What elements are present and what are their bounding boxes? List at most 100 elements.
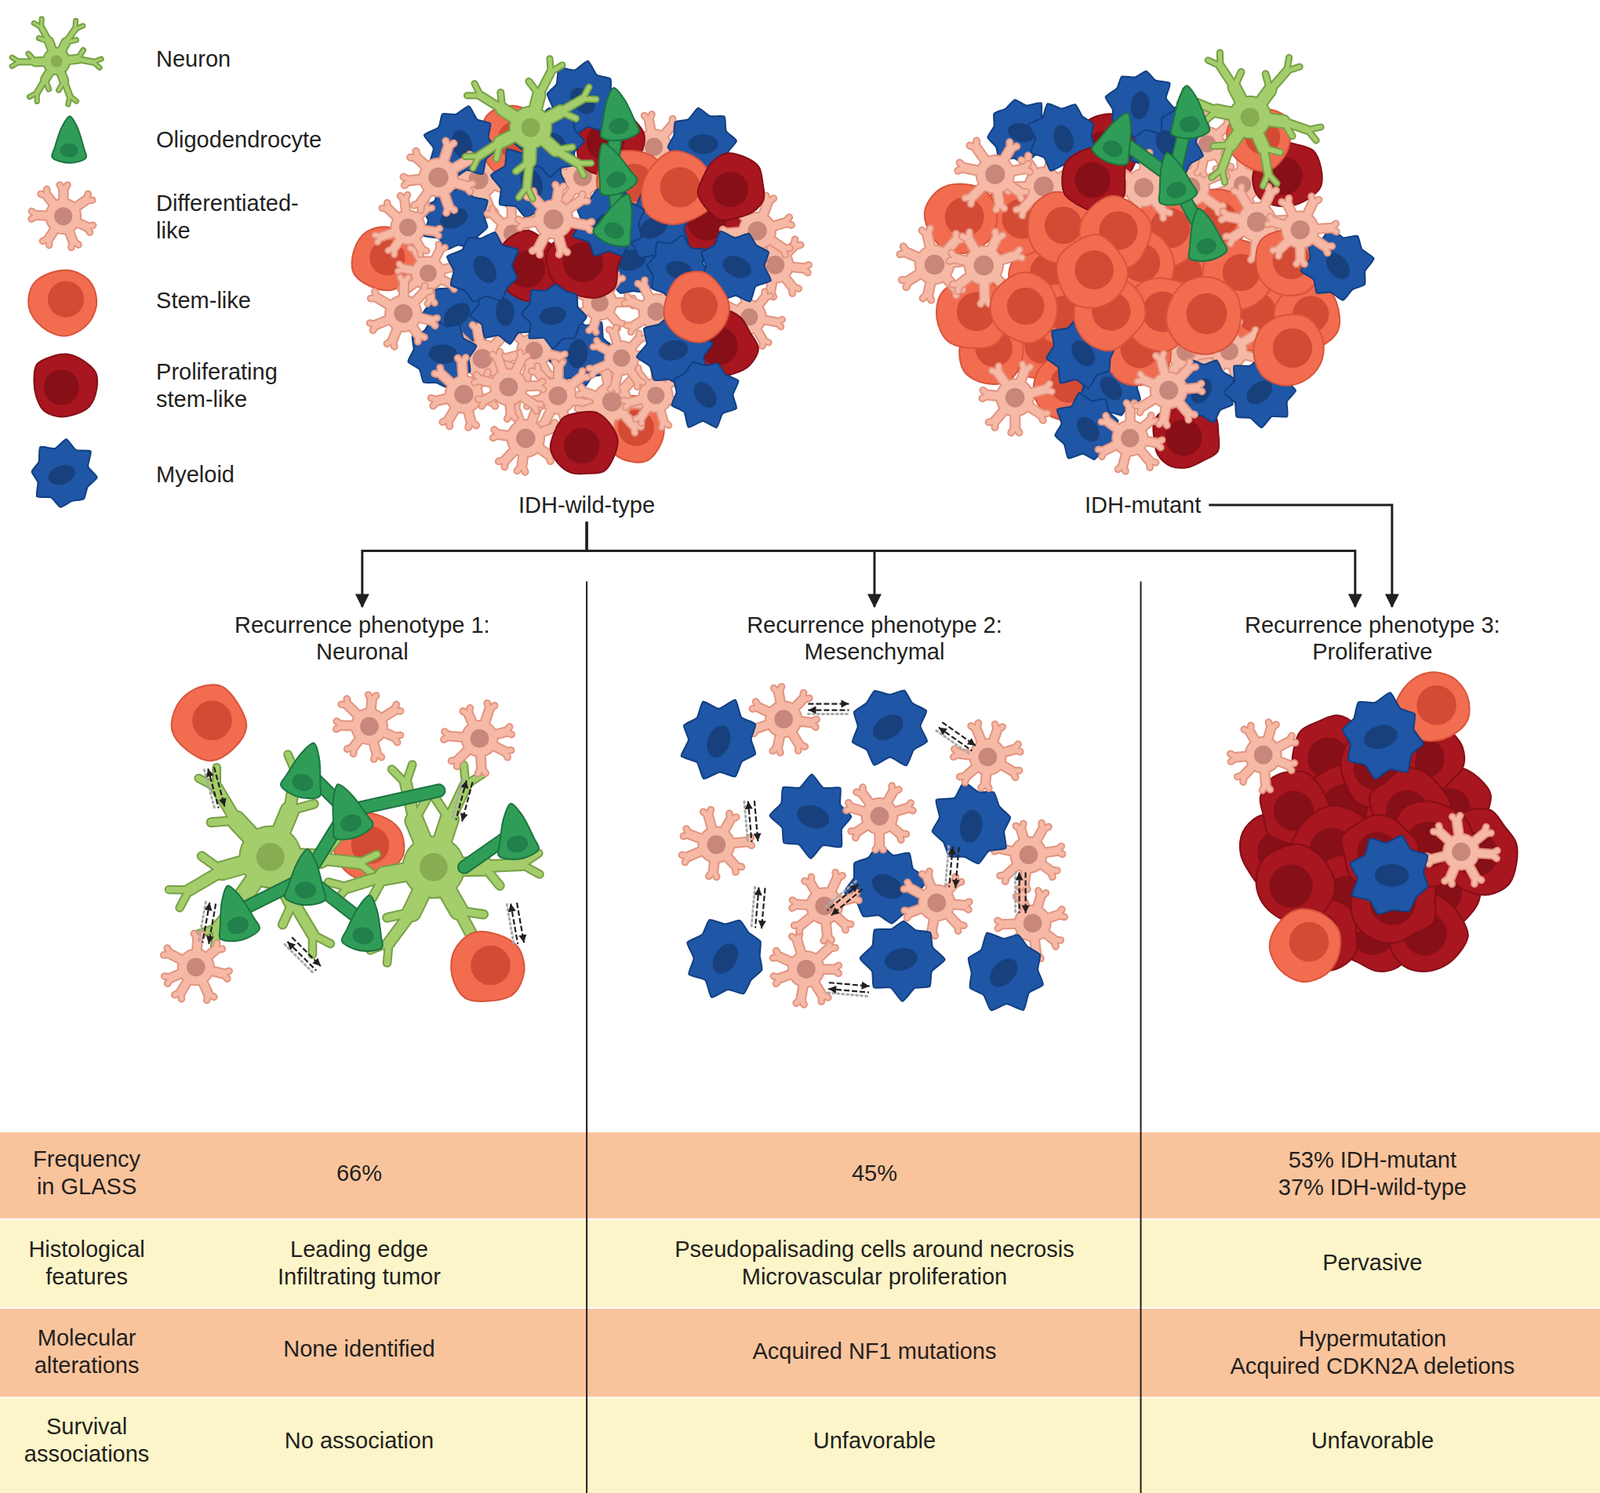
diff-cell-process	[507, 412, 511, 419]
diff-cell-process-outline	[387, 203, 390, 210]
neuron-process	[40, 18, 44, 28]
neuron-process	[39, 38, 50, 42]
diff-cell-process-outline	[558, 186, 564, 193]
diff-cell-process-outline	[785, 222, 793, 226]
diff-cell-process	[387, 203, 390, 210]
stem-cell	[663, 271, 729, 342]
proliferating-cell-nucleus	[43, 369, 80, 405]
diff-cell-process	[518, 219, 525, 223]
diff-cell-outline	[518, 185, 592, 255]
diff-cell-process	[558, 186, 564, 193]
diff-cell-process	[974, 141, 979, 149]
diff-cell-process-outline	[415, 151, 418, 159]
diff-cell-process-outline	[1222, 211, 1229, 218]
diff-cell-process-outline	[374, 235, 382, 237]
diff-cell-process	[793, 244, 801, 247]
table-row-rule	[0, 1396, 1600, 1399]
diff-cell-nucleus	[924, 254, 946, 276]
neuron-process	[29, 93, 38, 98]
diff-cell-fill	[518, 185, 592, 255]
diff-cell-process	[610, 385, 615, 390]
diff-cell-process-outline	[1010, 146, 1017, 150]
diff-cell-process	[767, 198, 774, 203]
diff-cell-nucleus	[472, 349, 493, 369]
diff-cell-process	[446, 205, 448, 213]
neuron-process-outline	[36, 79, 46, 94]
diff-cell-process	[635, 416, 642, 419]
diff-cell-process-outline	[982, 390, 989, 396]
diff-cell-process	[537, 385, 544, 390]
diff-cell-process-outline	[643, 280, 645, 288]
oligodendrocyte-body	[590, 187, 646, 251]
stem-cell-nucleus	[680, 287, 718, 324]
diff-cell-process-outline	[374, 291, 379, 299]
diff-cell-process-outline	[518, 219, 525, 223]
diff-cell-process	[548, 454, 551, 462]
myeloid-cell-nucleus	[469, 251, 502, 288]
diff-cell-process	[465, 185, 470, 192]
diff-cell-process-outline	[764, 295, 771, 298]
neuron-process	[560, 98, 582, 112]
diff-cell-process-outline	[802, 268, 808, 273]
diff-cell-fill	[374, 194, 440, 255]
neuron-process-outline	[93, 61, 100, 68]
diff-cell-process	[516, 465, 522, 472]
diff-cell-process-outline	[423, 290, 431, 293]
diff-cell-process-outline	[468, 421, 471, 429]
diff-cell-fill	[493, 403, 558, 473]
diff-cell-process-outline	[461, 357, 466, 364]
diff-cell-process	[427, 298, 431, 304]
neuron-process	[582, 97, 597, 102]
neuron-cell	[465, 58, 597, 200]
diff-cell-process-outline	[1016, 207, 1024, 210]
diff-cell-process	[638, 338, 645, 340]
diff-cell-process	[782, 247, 786, 255]
diff-cell-process-outline	[446, 205, 448, 213]
myeloid-cell	[32, 439, 98, 508]
diff-cell-process	[579, 198, 587, 204]
diff-cell	[374, 194, 440, 255]
diff-cell-nucleus	[1233, 175, 1251, 193]
oligodendrocyte-body	[51, 116, 88, 164]
neuron-process-outline	[77, 58, 94, 62]
neuron-process-outline	[500, 92, 502, 110]
neuron-process	[556, 147, 573, 151]
diff-cell-process	[468, 421, 471, 429]
illustration-group	[0, 18, 1600, 1493]
neuron-nucleus	[50, 55, 62, 68]
diff-cell-fill	[431, 357, 498, 428]
diff-cell-process	[31, 211, 37, 216]
neuron-process-outline	[538, 72, 551, 95]
oligodendrocyte-nucleus	[607, 116, 630, 136]
neuron-process	[45, 79, 50, 90]
diff-cell-process	[374, 235, 382, 237]
stem-cell	[28, 270, 97, 337]
proliferating-cell-body	[33, 354, 98, 418]
neuron-process	[68, 95, 70, 105]
diff-cell-nucleus	[612, 349, 630, 368]
neuron-outline	[465, 58, 597, 200]
neuron-process	[528, 81, 539, 95]
diff-cell-process-outline	[1040, 413, 1044, 420]
diff-cell-process	[532, 247, 539, 251]
diff-cell-process	[374, 291, 379, 299]
neuron-process	[550, 65, 563, 73]
diff-cell-outline	[370, 277, 438, 347]
diff-cell-process-outline	[589, 368, 596, 371]
diff-cell-process	[996, 203, 1000, 210]
myeloid-cell-nucleus	[566, 338, 590, 370]
diff-cell-process	[370, 323, 378, 325]
diff-cell-process	[1044, 389, 1052, 392]
diff-cell-process	[498, 352, 500, 360]
neuron-process	[77, 50, 84, 59]
diff-cell-process	[425, 207, 432, 210]
diff-cell-process	[635, 380, 640, 387]
neuron-fill	[11, 18, 102, 105]
diff-cell-process-outline	[42, 238, 49, 241]
proliferating-cell-body	[550, 411, 619, 474]
column-divider	[1140, 581, 1142, 1493]
diff-cell-process	[476, 374, 481, 381]
diff-cell-process-outline	[965, 196, 973, 199]
diff-cell-process-outline	[433, 231, 439, 237]
diff-cell-body	[419, 159, 457, 197]
